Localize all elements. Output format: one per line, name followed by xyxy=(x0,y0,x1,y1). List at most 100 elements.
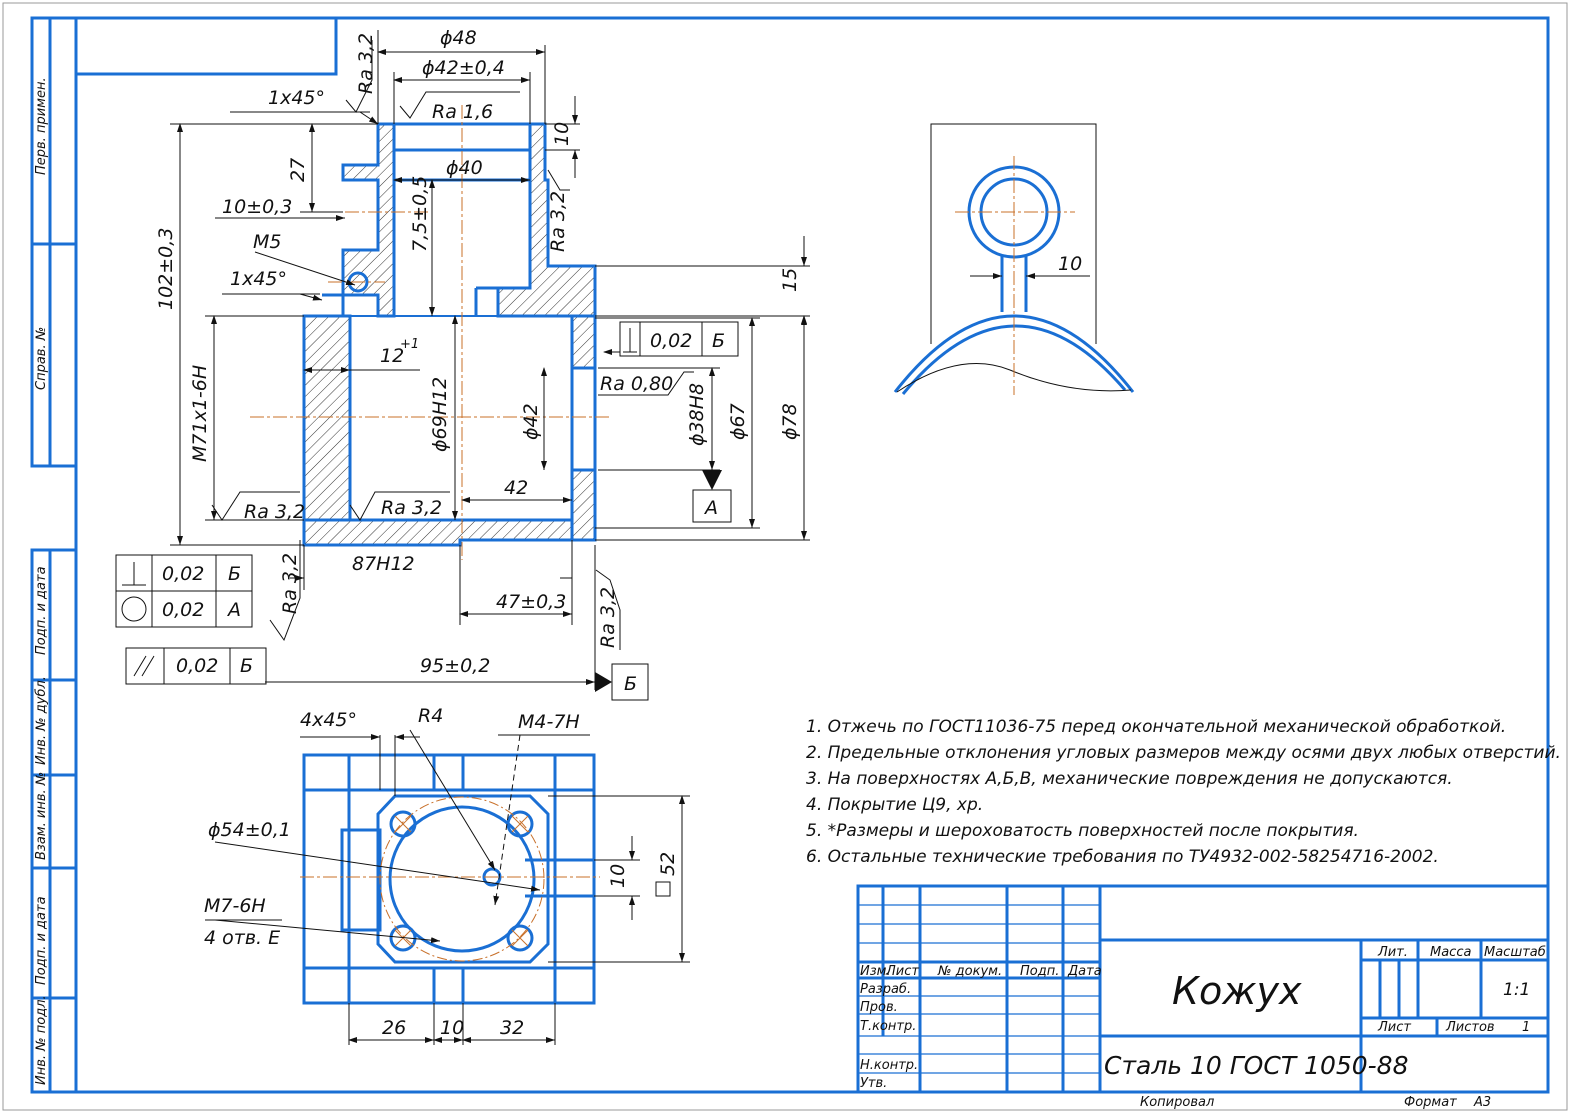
ra-32-top: Ra 3,2 xyxy=(355,33,377,94)
side-stamp xyxy=(30,16,78,1094)
title-block-thin xyxy=(858,904,1100,1074)
tol1-base: Б xyxy=(228,563,241,585)
tb-massa: Масса xyxy=(1430,945,1471,960)
note-6: 6. Остальные технические требования по Т… xyxy=(806,847,1439,867)
dim-d54: ϕ54±0,1 xyxy=(208,819,291,841)
dim-87: 87H12 xyxy=(352,553,415,575)
tech-notes: 1. Отжечь по ГОСТ11036-75 перед окончате… xyxy=(806,717,1561,867)
stamp-inv-dubl: Инв. № дубл. xyxy=(34,676,49,765)
note-4: 4. Покрытие Ц9, хр. xyxy=(806,795,983,815)
dim-26: 26 xyxy=(382,1017,406,1039)
tb-kopiroval: Копировал xyxy=(1140,1095,1214,1110)
dim-10-side: 10 xyxy=(1058,253,1082,275)
dim-d42v: ϕ42 xyxy=(520,403,542,440)
ra-32-v: Ra 3,2 xyxy=(279,553,301,614)
note-1: 1. Отжечь по ГОСТ11036-75 перед окончате… xyxy=(806,717,1506,737)
plan-view xyxy=(205,729,690,1045)
tolerance-frames xyxy=(115,321,739,685)
thread-m5: M5 xyxy=(253,231,281,253)
title-block xyxy=(856,884,1550,1094)
stamp-sprav: Справ. № xyxy=(34,327,49,390)
stamp-podp1: Подп. и дата xyxy=(34,566,49,655)
thread-m7: M7-6H xyxy=(204,895,266,917)
tb-razrab: Разраб. xyxy=(860,982,911,997)
tb-izm: Изм. xyxy=(860,964,891,979)
tb-masshtab: Масштаб xyxy=(1484,945,1546,960)
dim-10-top: 10 xyxy=(551,122,573,146)
note-2: 2. Предельные отклонения угловых размеро… xyxy=(806,743,1561,763)
tb-prov: Пров. xyxy=(860,1000,898,1015)
tol-a-base: Б xyxy=(712,330,725,352)
tb-format-val: А3 xyxy=(1473,1095,1491,1110)
tol2-val: 0,02 xyxy=(162,599,204,621)
dim-27: 27 xyxy=(287,158,309,182)
tb-data: Дата xyxy=(1067,964,1102,979)
dim-95: 95±0,2 xyxy=(420,655,490,677)
tb-utv: Утв. xyxy=(860,1076,887,1091)
dim-47: 47±0,3 xyxy=(496,591,566,613)
dim-12: 12 xyxy=(380,345,404,367)
tol2-base: A xyxy=(226,599,241,621)
detail-view xyxy=(893,123,1135,395)
chamfer-2: 1x45° xyxy=(230,268,287,290)
dim-d78: ϕ78 xyxy=(779,403,801,440)
ra-16: Ra 1,6 xyxy=(432,101,493,123)
tb-format: Формат xyxy=(1404,1095,1457,1110)
dim-10-b: 10 xyxy=(440,1017,464,1039)
base-a: A xyxy=(703,497,718,519)
tb-list: Лист xyxy=(885,964,919,979)
dim-d48: ϕ48 xyxy=(440,27,477,49)
dim-10tol: 10±0,3 xyxy=(222,196,292,218)
base-b: Б xyxy=(624,673,637,695)
dim-32: 32 xyxy=(500,1017,524,1039)
tb-listov-val: 1 xyxy=(1522,1020,1530,1035)
dim-d40: ϕ40 xyxy=(446,157,483,179)
tb-listov: Листов xyxy=(1445,1020,1495,1035)
dim-10-v: 10 xyxy=(607,864,629,888)
chamfer-1: 1x45° xyxy=(268,87,325,109)
tb-tkontr: Т.контр. xyxy=(860,1019,916,1034)
tol3-val: 0,02 xyxy=(176,655,218,677)
tb-material: Сталь 10 ГОСТ 1050-88 xyxy=(1104,1051,1409,1080)
dim-12-sup: +1 xyxy=(400,337,419,352)
tb-lit: Лит. xyxy=(1377,945,1408,960)
note-5: 5. *Размеры и шероховатость поверхностей… xyxy=(806,821,1359,841)
tb-podp: Подп. xyxy=(1020,964,1059,979)
ra-080: Ra 0,80 xyxy=(600,373,673,395)
ra-32-v2: Ra 3,2 xyxy=(597,587,619,648)
dim-102: 102±0,3 xyxy=(155,228,177,310)
stamp-perv: Перв. примен. xyxy=(34,77,49,175)
section-view xyxy=(250,105,610,560)
tb-doc: № докум. xyxy=(937,964,1002,979)
top-left-cell xyxy=(76,18,338,76)
radius-r4: R4 xyxy=(418,705,443,727)
ra-32-bl: Ra 3,2 xyxy=(244,501,305,523)
tol-a-val: 0,02 xyxy=(650,330,692,352)
dim-d69: ϕ69H12 xyxy=(429,377,451,452)
dim-sq52: 52 xyxy=(657,852,679,876)
tb-nkontr: Н.контр. xyxy=(860,1058,918,1073)
thread-m7-holes: 4 отв. E xyxy=(204,927,280,949)
tb-list2: Лист xyxy=(1377,1020,1411,1035)
dim-75: 7,5±0,5 xyxy=(409,176,431,252)
dim-42h: 42 xyxy=(504,477,528,499)
tb-scale: 1:1 xyxy=(1503,980,1530,1000)
ra-32-right: Ra 3,2 xyxy=(547,191,569,252)
tb-part-name: Кожух xyxy=(1172,969,1302,1013)
chamfer-3: 4x45° xyxy=(300,709,357,731)
thread-m4: M4-7H xyxy=(518,711,580,733)
stamp-podp2: Подп. и дата xyxy=(34,896,49,985)
note-3: 3. На поверхностях А,Б,В, механические п… xyxy=(806,769,1453,789)
section-dims xyxy=(170,30,810,690)
dim-d38: ϕ38H8 xyxy=(686,383,708,446)
thread-m71: M71x1-6H xyxy=(189,365,211,462)
stamp-vzam: Взам. инв. № xyxy=(34,772,49,860)
stamp-inv-podl: Инв. № подл. xyxy=(34,995,49,1085)
dim-15: 15 xyxy=(779,268,801,292)
dim-d42tol: ϕ42±0,4 xyxy=(422,57,505,79)
tol1-val: 0,02 xyxy=(162,563,204,585)
dim-d67: ϕ67 xyxy=(727,403,749,440)
tol3-base: Б xyxy=(240,655,253,677)
